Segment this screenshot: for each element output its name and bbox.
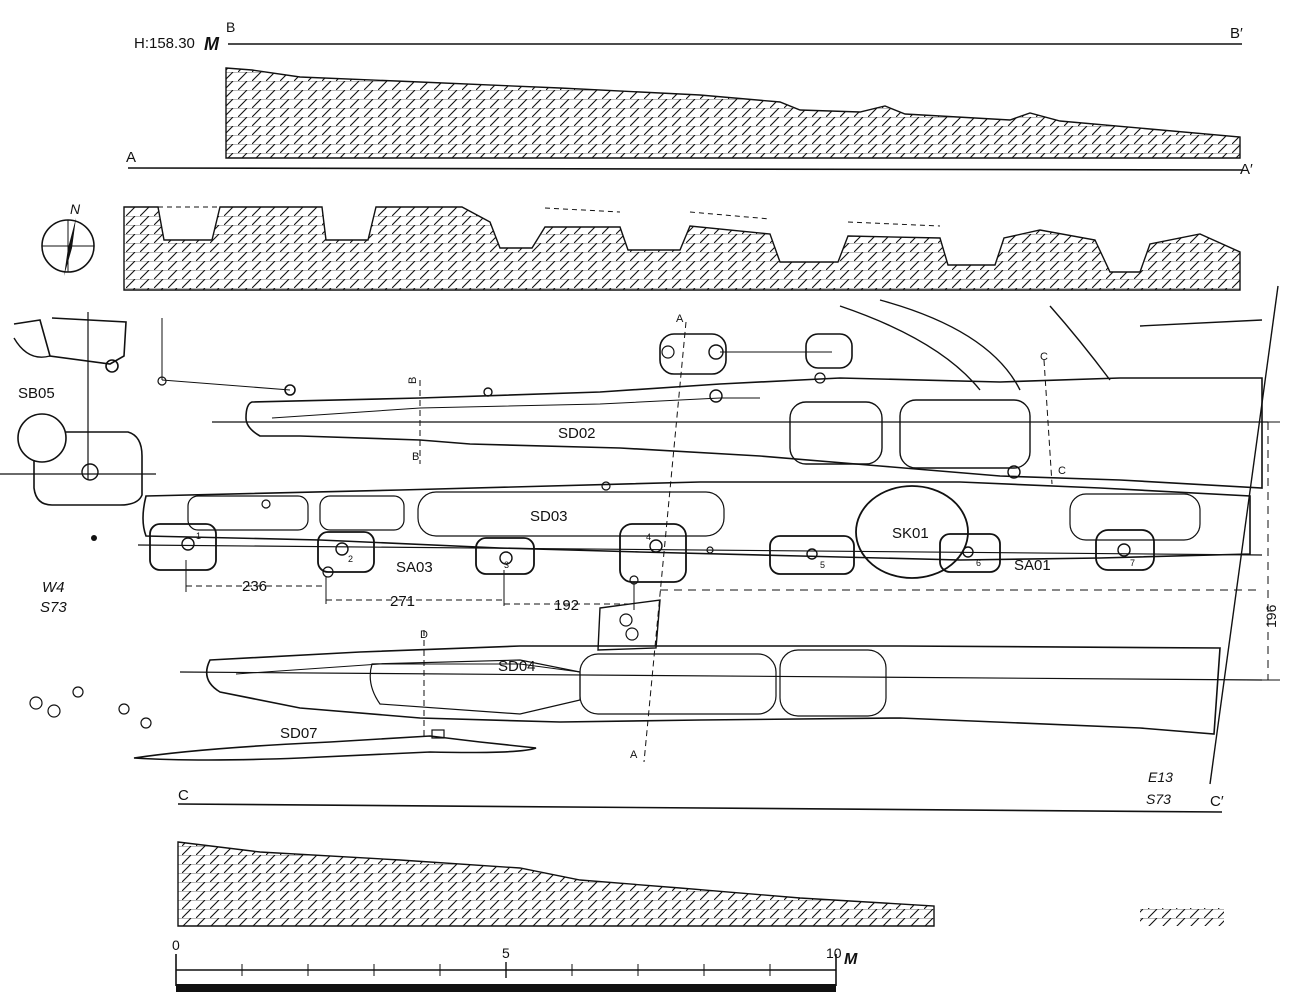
north-arrow [41,218,95,276]
posthole-number-2: 2 [348,554,353,564]
section-marker-c-top: C [1040,351,1048,363]
feature-label-sk01: SK01 [892,525,929,542]
section-marker-a-top: A [676,313,684,325]
posthole-group [149,523,1155,585]
dimension-label-192: 192 [554,597,579,614]
posthole-number-3: 3 [504,560,509,570]
section-c-soil [177,841,935,927]
north-arrow-label: N [70,201,81,217]
section-a-profile [123,167,1243,291]
sd03-outline [142,481,1251,561]
posthole-number-6: 6 [976,558,981,568]
posthole-number-5: 5 [820,560,825,570]
dimension-label-271: 271 [390,593,415,610]
grid-point-east-line1: E13 [1148,769,1173,785]
section-a-soil [123,206,1241,291]
grid-point-west-line1: W4 [42,579,65,596]
posthole-number-7: 7 [1130,558,1135,568]
section-marker-c-bottom: C [1058,465,1066,477]
section-b-end-label: B′ [1230,25,1243,42]
posthole-number-4: 4 [646,532,651,542]
section-b-start-label: B [226,19,235,35]
scale-bar-mid-label: 5 [502,945,510,961]
sd04-outline [205,645,1221,735]
section-marker-a-bottom: A [630,749,638,761]
feature-label-sa01: SA01 [1014,557,1051,574]
section-b-soil [225,67,1241,159]
section-c-profile [177,803,1224,927]
grid-point-west-line2: S73 [40,599,67,616]
scale-bar-end-label: 10 [826,945,842,961]
section-c-start-label: C [178,787,189,804]
sd07-outline [133,735,537,761]
elevation-label: H:158.30 [134,35,195,52]
scale-bar [175,954,837,992]
dimension-lines [185,421,1280,681]
feature-label-sd03: SD03 [530,508,568,525]
elevation-unit: M [204,34,220,54]
section-b-profile [225,43,1242,159]
section-c-end-label: C′ [1210,793,1224,810]
section-a-start-label: A [126,149,136,166]
feature-label-sd02: SD02 [558,425,596,442]
sd02-outline [245,377,1263,489]
feature-label-sd04: SD04 [498,658,536,675]
section-a-end-label: A′ [1240,161,1253,178]
scale-bar-start-label: 0 [172,937,180,953]
posthole-number-1: 1 [196,531,201,541]
section-marker-b-bar: B [412,451,419,463]
scale-bar-unit-label: M [844,951,858,968]
dimension-label-196: 196 [1263,604,1279,628]
section-marker-d: D [420,629,428,641]
feature-label-sb05: SB05 [18,385,55,402]
feature-label-sd07: SD07 [280,725,318,742]
feature-label-sa03: SA03 [396,559,433,576]
plan-view [0,285,1280,785]
dimension-label-236: 236 [242,578,267,595]
section-marker-b: B [407,377,419,384]
grid-point-east-line2: S73 [1146,791,1171,807]
